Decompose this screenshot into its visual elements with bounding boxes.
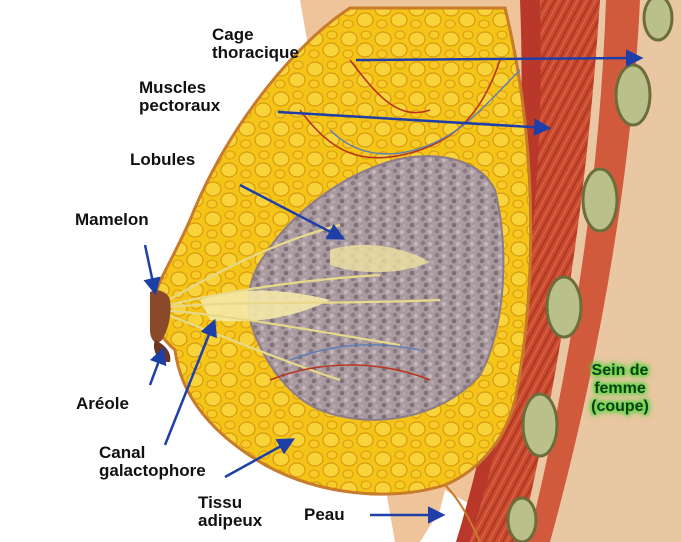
label-cage-thoracique: Cage thoracique (212, 26, 299, 62)
label-lobules: Lobules (130, 151, 195, 169)
label-tissu-adipeux: Tissu adipeux (198, 494, 262, 530)
label-canal-galactophore: Canal galactophore (99, 444, 206, 480)
diagram-title: Sein de femme (coupe) (568, 362, 672, 416)
label-peau: Peau (304, 506, 345, 524)
label-areole: Aréole (76, 395, 129, 413)
label-muscles-pectoraux: Muscles pectoraux (139, 79, 220, 115)
label-mamelon: Mamelon (75, 211, 149, 229)
